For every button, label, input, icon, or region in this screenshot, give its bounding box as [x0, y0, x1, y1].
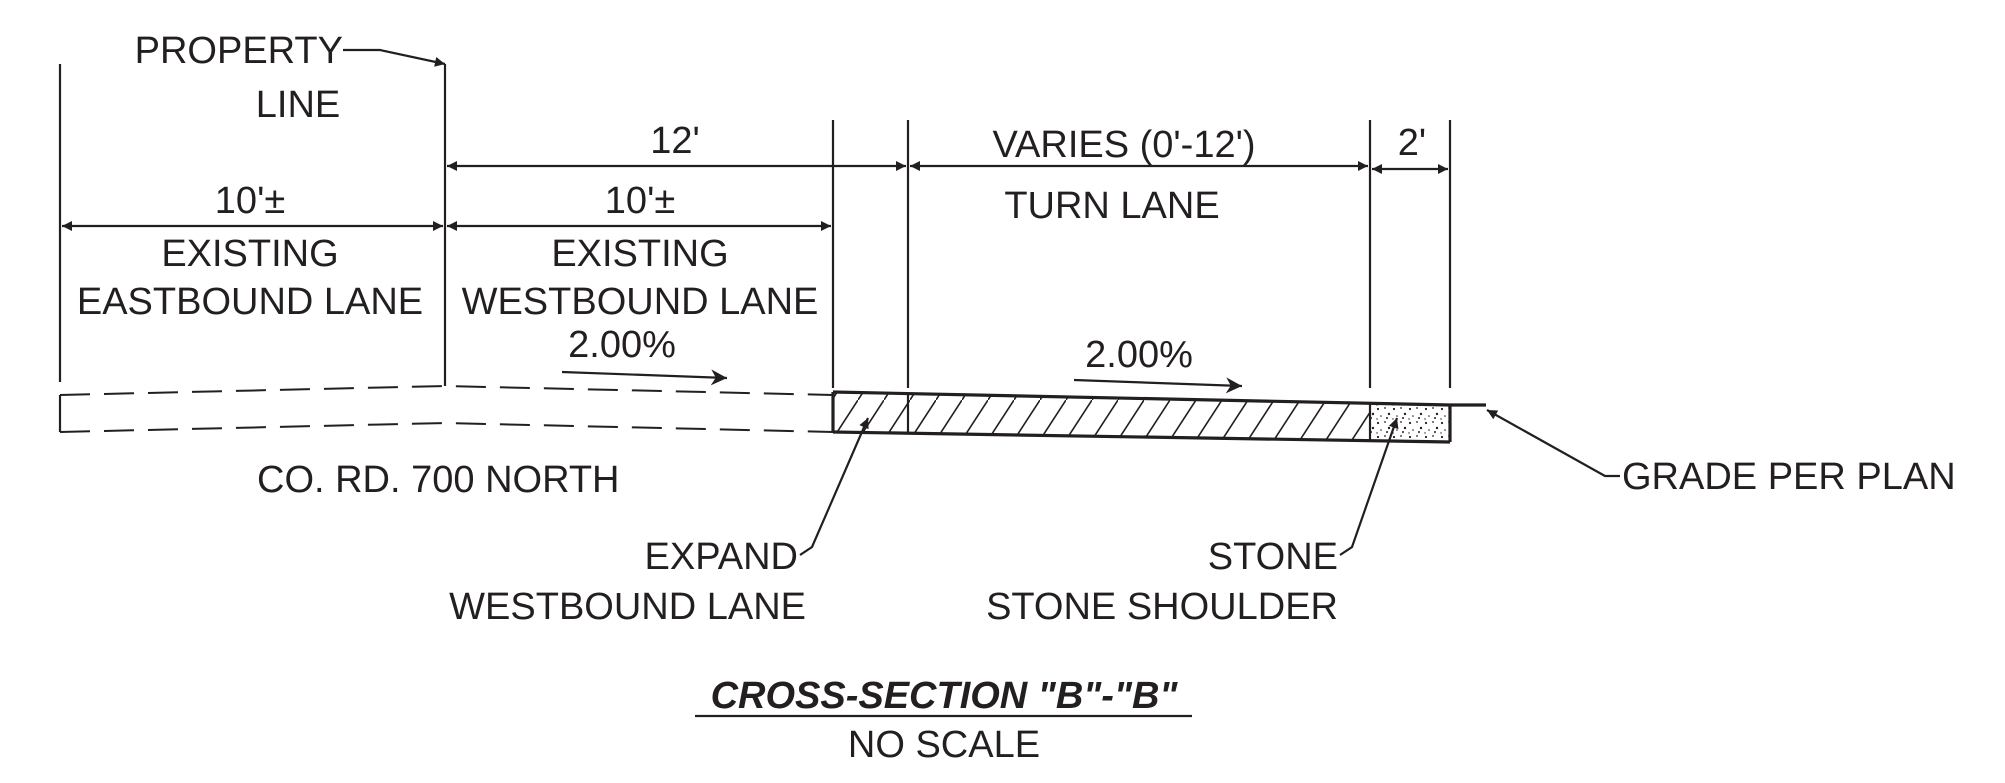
label-slope-left: 2.00% — [568, 324, 676, 366]
existing-pavement — [58, 384, 834, 433]
label-grade-per-plan: GRADE PER PLAN — [1622, 456, 1956, 498]
label-dim-westbound: 10'± — [605, 180, 675, 222]
label-property-line-2: LINE — [256, 84, 340, 126]
expand-leader — [799, 417, 870, 556]
label-dim-eastbound: 10'± — [215, 180, 285, 222]
label-dim-2: 2' — [1398, 122, 1426, 164]
label-expand-2: WESTBOUND LANE — [449, 586, 806, 628]
stone-shoulder-fill — [1370, 403, 1450, 442]
label-expand-1: EXPAND — [645, 536, 798, 578]
label-westbound-1: EXISTING — [551, 233, 728, 275]
grade-leader — [1486, 409, 1620, 478]
label-slope-right: 2.00% — [1085, 334, 1193, 376]
label-property-line-1: PROPERTY — [135, 30, 343, 72]
expand-westbound-hatch — [833, 392, 908, 433]
proposed-pavement — [831, 390, 1486, 444]
label-eastbound-2: EASTBOUND LANE — [77, 281, 423, 323]
title-sub: NO SCALE — [848, 724, 1040, 766]
label-westbound-2: WESTBOUND LANE — [462, 281, 819, 323]
stone-leader — [1339, 417, 1399, 556]
slope-arrow-right — [1073, 377, 1243, 394]
property-line-leader — [343, 48, 446, 67]
slope-arrow-left — [561, 369, 728, 386]
turn-lane-hatch — [908, 394, 1370, 441]
label-dim-varies: VARIES (0'-12') — [993, 124, 1256, 166]
label-dim-12: 12' — [650, 120, 700, 162]
label-road-name: CO. RD. 700 NORTH — [257, 459, 619, 501]
label-stone-2: STONE SHOULDER — [986, 586, 1338, 628]
dimension-lines — [62, 161, 1448, 231]
title-main: CROSS-SECTION "B"-"B" — [711, 675, 1179, 717]
label-turn-lane: TURN LANE — [1004, 185, 1219, 227]
label-eastbound-1: EXISTING — [161, 233, 338, 275]
label-stone-1: STONE — [1208, 536, 1338, 578]
